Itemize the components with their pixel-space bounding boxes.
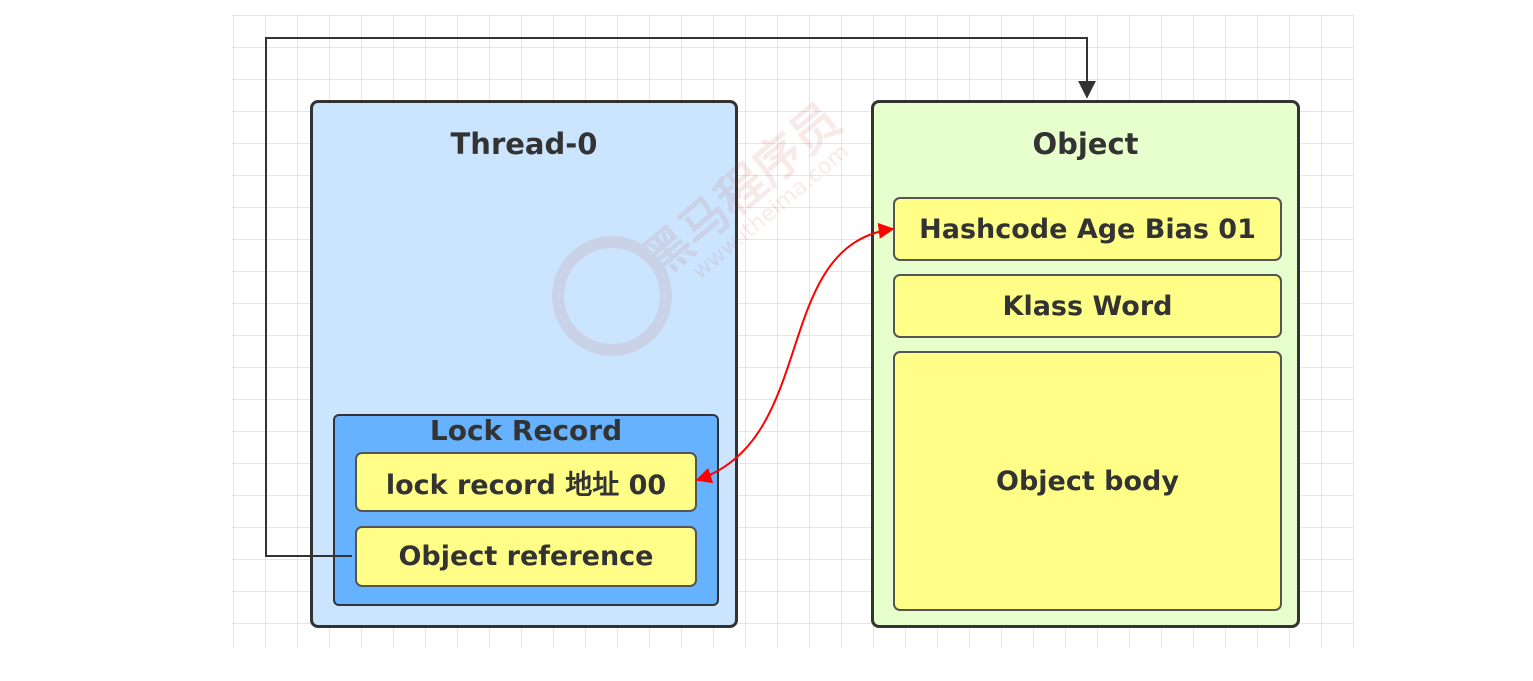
object-reference-field: Object reference xyxy=(355,526,697,587)
thread-panel: Thread-0 Lock Record lock record 地址 00 O… xyxy=(310,100,738,628)
lock-record-panel: Lock Record lock record 地址 00 Object ref… xyxy=(333,414,719,606)
mark-word-field: Hashcode Age Bias 01 xyxy=(893,197,1282,261)
thread-panel-title: Thread-0 xyxy=(450,127,598,161)
lock-record-address-field: lock record 地址 00 xyxy=(355,452,697,512)
lock-record-title: Lock Record xyxy=(429,414,623,447)
klass-word-field: Klass Word xyxy=(893,274,1282,338)
object-body-field: Object body xyxy=(893,351,1282,611)
object-panel-title: Object xyxy=(1032,127,1139,161)
object-panel: Object Hashcode Age Bias 01 Klass Word O… xyxy=(871,100,1300,628)
